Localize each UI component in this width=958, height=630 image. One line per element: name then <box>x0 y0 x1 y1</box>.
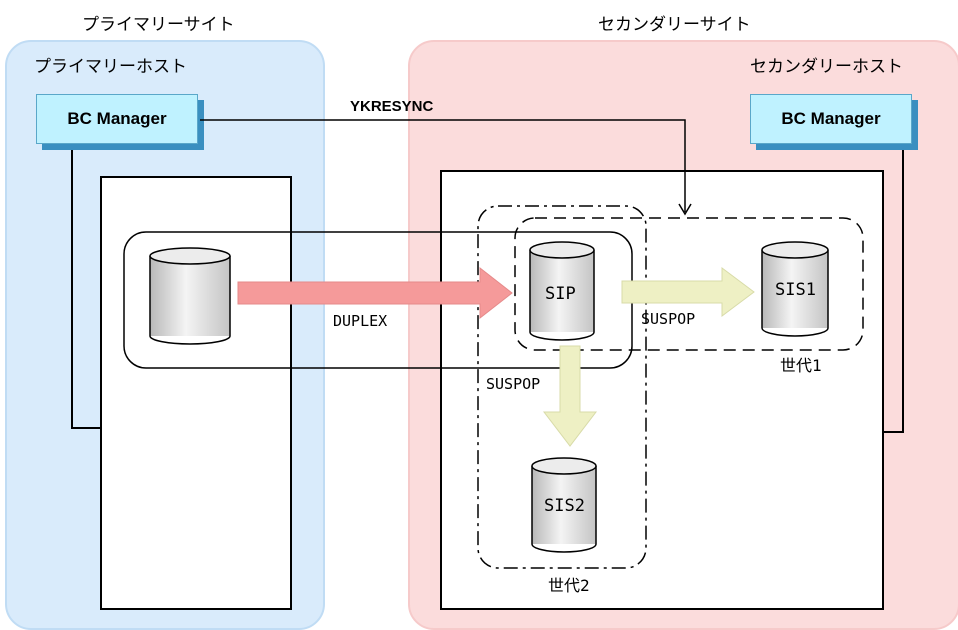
sis2-volume-cylinder <box>531 457 597 553</box>
duplex-arrow <box>237 266 513 320</box>
sip-label: SIP <box>545 284 576 304</box>
sis2-label: SIS2 <box>544 496 585 516</box>
sis1-volume-cylinder <box>761 241 829 337</box>
primary-host-title: プライマリーホスト <box>34 57 187 77</box>
sip-volume-cylinder <box>529 241 595 341</box>
generation1-group-box <box>514 217 864 351</box>
generation1-label: 世代1 <box>780 356 822 375</box>
generation2-group-box <box>477 205 647 569</box>
ykresync-label: YKRESYNC <box>350 98 434 115</box>
primary-bc-manager-label: BC Manager <box>67 109 167 128</box>
suspop-right-label: SUSPOP <box>641 310 696 328</box>
primary-volume-cylinder <box>149 247 231 345</box>
secondary-host-title: セカンダリーホスト <box>750 57 903 77</box>
generation2-label: 世代2 <box>548 576 590 595</box>
primary-site-title: プライマリーサイト <box>82 15 235 35</box>
suspop-right-arrow <box>621 267 755 317</box>
secondary-site-title: セカンダリーサイト <box>598 15 751 35</box>
sis1-label: SIS1 <box>775 280 816 300</box>
suspop-down-arrow <box>542 345 598 447</box>
ykresync-line <box>200 119 686 212</box>
secondary-bc-manager-label: BC Manager <box>781 109 881 128</box>
ykresync-arrowhead <box>678 203 692 216</box>
primary-bc-manager: BC Manager <box>36 94 198 144</box>
secondary-bc-manager: BC Manager <box>750 94 912 144</box>
duplex-label: DUPLEX <box>333 312 388 330</box>
suspop-down-label: SUSPOP <box>486 375 541 393</box>
